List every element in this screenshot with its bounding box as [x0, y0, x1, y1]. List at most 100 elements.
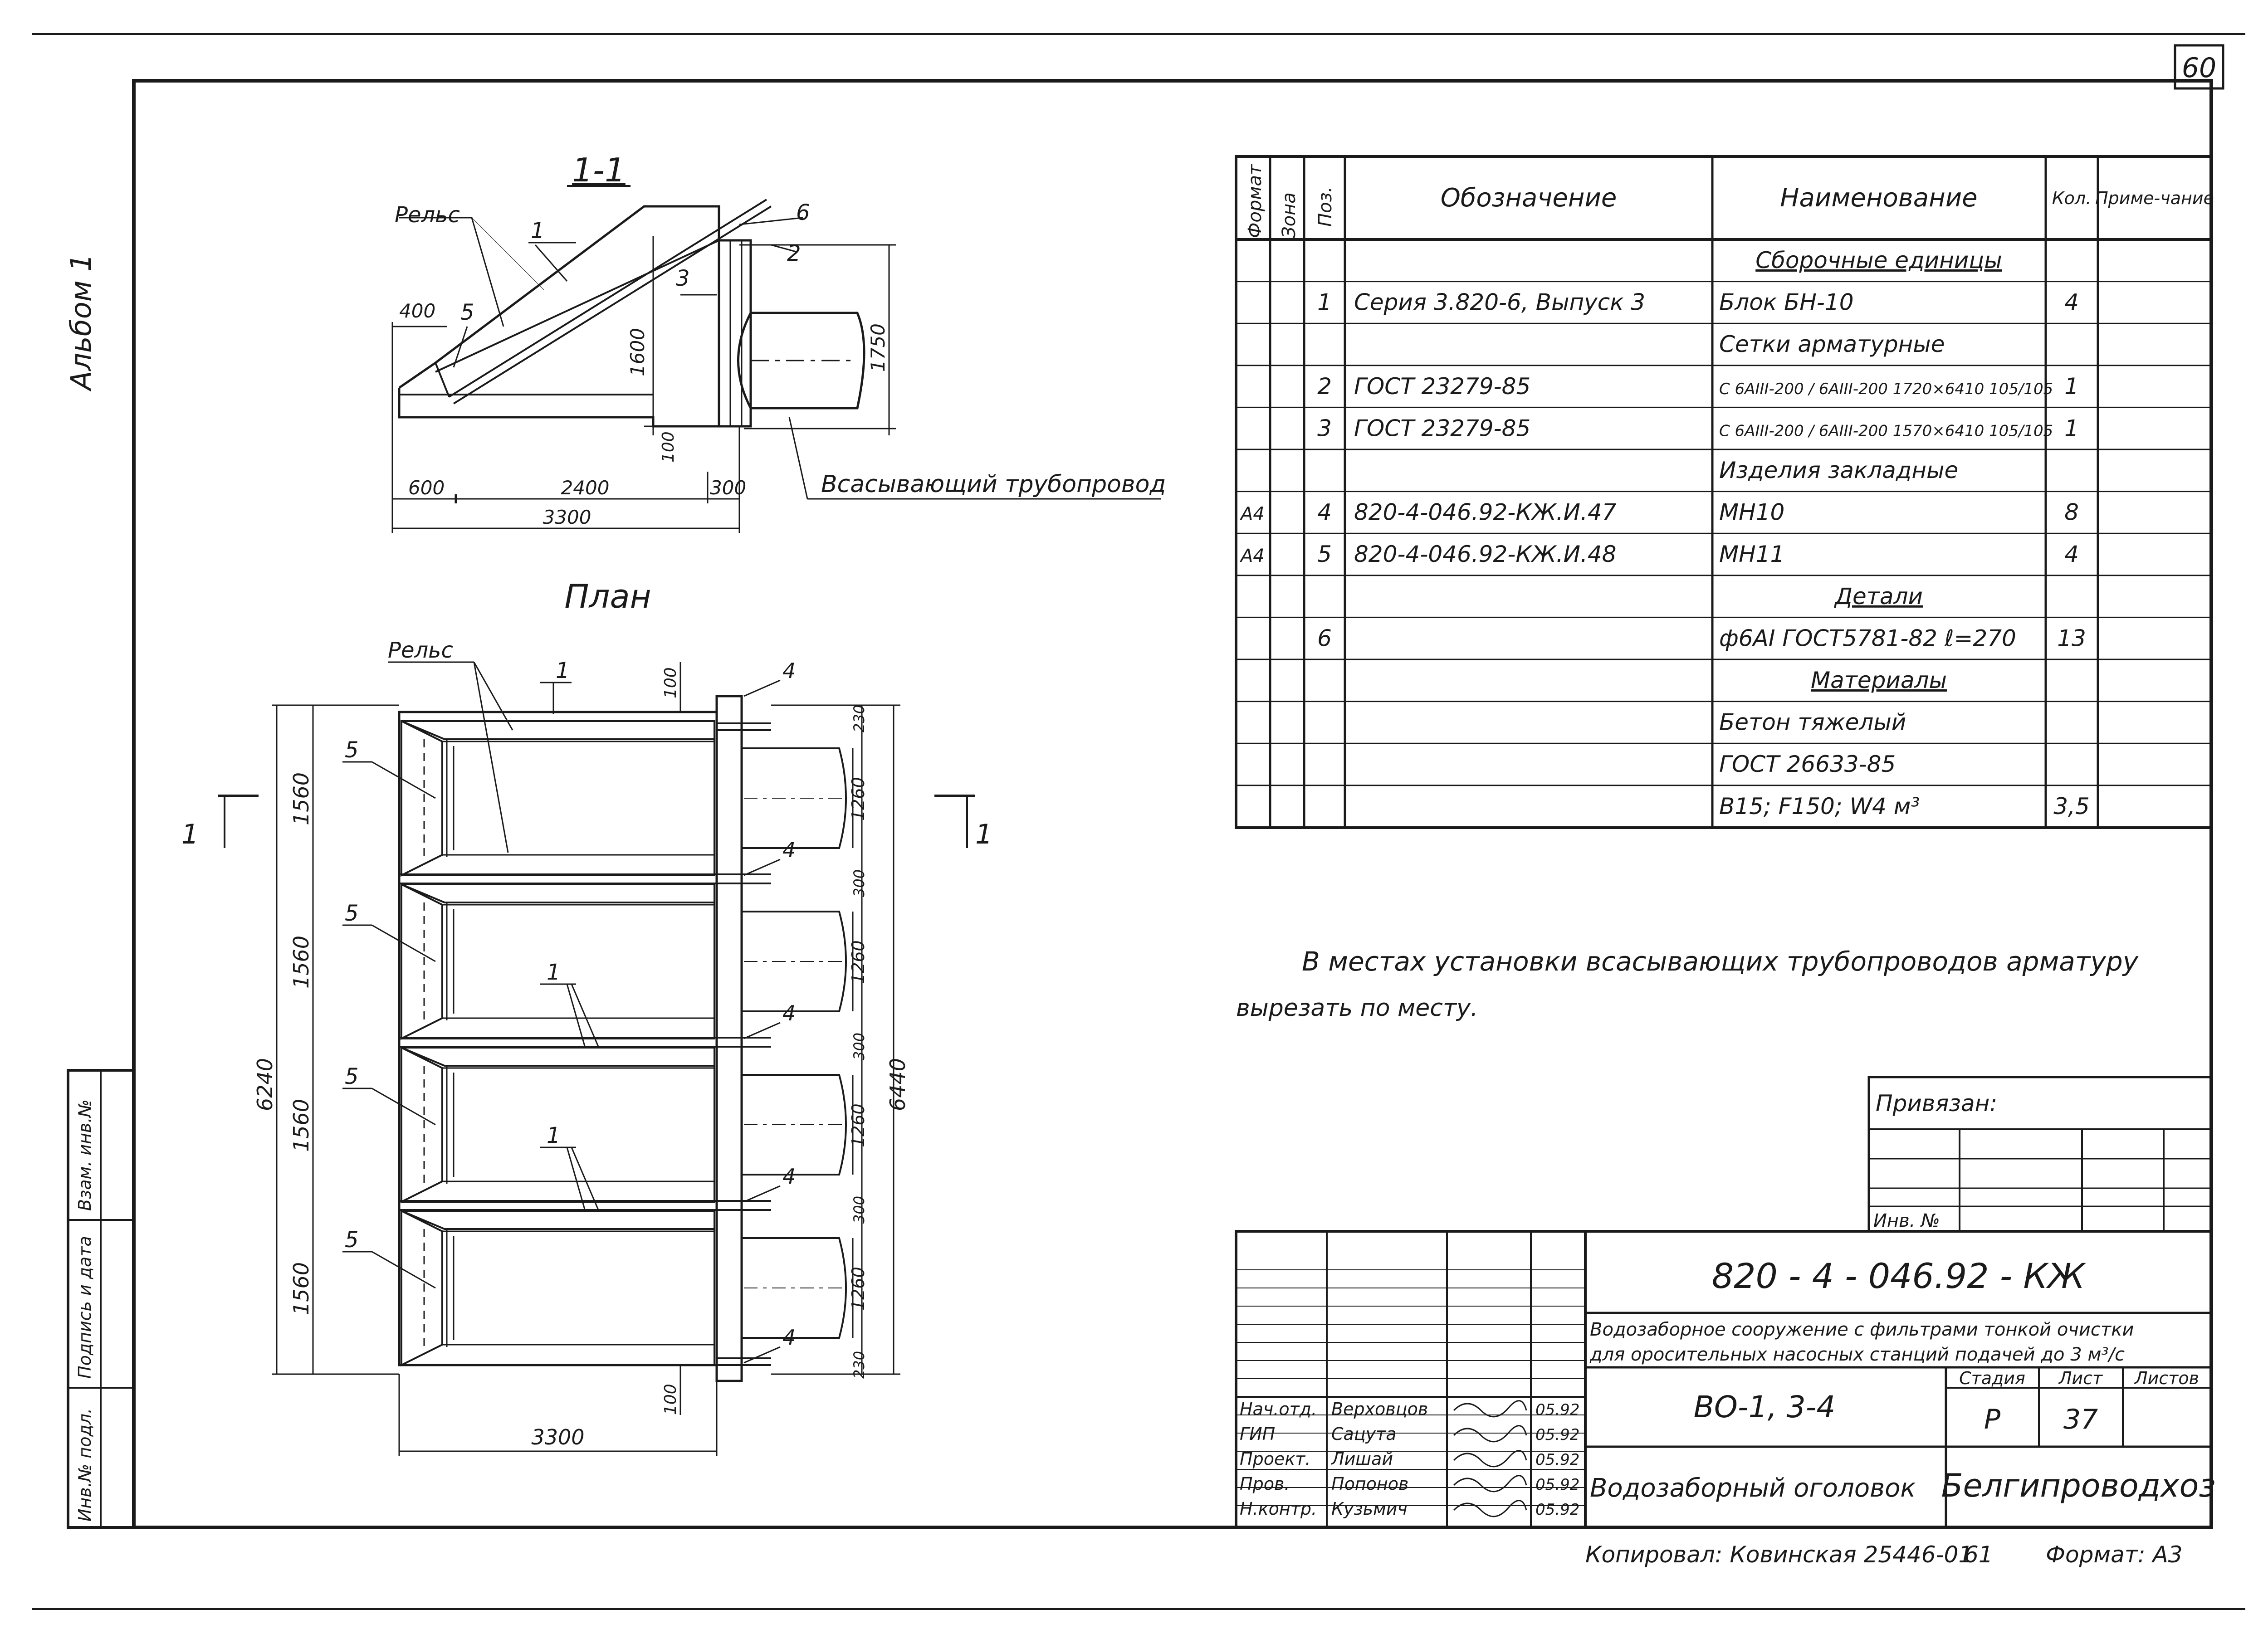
doc-description-2: для оросительных насосных станций подаче…	[1589, 1344, 2125, 1365]
gap-dim: 300	[850, 1196, 868, 1224]
signer-date: 05.92	[1535, 1476, 1579, 1494]
spec-cell-name: МН11	[1719, 541, 1784, 567]
th-designation: Обозначение	[1441, 183, 1617, 213]
spec-table: Формат Зона Поз. Обозначение Наименовани…	[1235, 155, 2214, 829]
spec-cell-designation: 820-4-046.92-КЖ.И.47	[1354, 499, 1617, 526]
dim-300: 300	[710, 477, 746, 499]
spec-cell-name: ГОСТ 26633-85	[1719, 751, 1896, 777]
section-mark-left: 1	[181, 819, 199, 850]
dim-400: 400	[399, 300, 435, 322]
sheet-label: Лист	[2058, 1368, 2103, 1388]
plan-pos-5: 5	[345, 1227, 359, 1253]
signer-role: Нач.отд.	[1240, 1399, 1317, 1419]
format-label: Формат: А3	[2046, 1541, 2183, 1568]
dim-bottom-3300: 3300	[531, 1425, 584, 1449]
spec-row: Материалы	[1811, 667, 1947, 693]
spec-cell-designation: ГОСТ 23279-85	[1354, 415, 1530, 441]
signer-role: Проект.	[1240, 1449, 1311, 1469]
doc-description-1: Водозаборное сооружение с фильтрами тонк…	[1590, 1319, 2134, 1340]
spec-cell-designation: 820-4-046.92-КЖ.И.48	[1354, 541, 1617, 567]
sheet-number: 37	[2063, 1404, 2098, 1435]
stage-value: Р	[1984, 1404, 2001, 1435]
plan-title: План	[564, 577, 651, 615]
left-stamp: Инв.№ подл. Подпись и дата Взам. инв.№	[67, 1069, 135, 1529]
dim-total-left: 6240	[253, 1058, 277, 1111]
doc-code: 820 - 4 - 046.92 - КЖ	[1712, 1256, 2087, 1296]
copied-by: Копировал: Ковинская 25446-01	[1585, 1541, 1973, 1568]
plan-bays: 1260156051260156051260156051260156054444…	[289, 658, 868, 1379]
signer-role: Пров.	[1240, 1474, 1290, 1494]
bay-pipe-dim: 1260	[848, 1103, 868, 1147]
th-qty: Кол.	[2052, 188, 2092, 208]
dim-1750: 1750	[867, 323, 889, 372]
dim-600: 600	[408, 477, 445, 499]
plan-pos-4: 4	[782, 1001, 796, 1025]
spec-row: Бетон тяжелый	[1719, 709, 1906, 736]
spec-cell-format: A4	[1239, 504, 1265, 525]
org-name: Белгипроводхоз	[1941, 1467, 2215, 1504]
bay-pipe-dim: 1260	[848, 1267, 868, 1311]
plan-pos-4: 4	[782, 1325, 796, 1350]
stamp-sign-label: Подпись и дата	[75, 1236, 95, 1379]
sheets-label: Листов	[2134, 1368, 2199, 1388]
spec-cell-name: B15; F150; W4 м³	[1719, 793, 1920, 819]
spec-cell-name: Изделия закладные	[1719, 457, 1958, 483]
album-label: Альбом 1	[64, 254, 98, 392]
spec-row: Детали	[1834, 583, 1923, 610]
dim-100-bottom: 100	[661, 1384, 680, 1415]
suction-pipe-label: Всасывающий трубопровод	[821, 471, 1166, 498]
stamp-replace-label: Взам. инв.№	[75, 1099, 95, 1211]
spec-row: Сборочные единицы	[1755, 247, 2002, 273]
stage-label: Стадия	[1959, 1368, 2025, 1388]
signer-name: Попонов	[1331, 1474, 1408, 1494]
spec-cell-name: Сборочные единицы	[1755, 247, 2002, 273]
rail-label-section: Рельс	[395, 202, 460, 228]
signer-role: Н.контр.	[1240, 1499, 1317, 1519]
spec-cell-name: МН10	[1719, 499, 1784, 526]
corner-number: 60	[2182, 52, 2216, 84]
corner-box	[2174, 44, 2224, 90]
spec-cell-name: Блок БН-10	[1719, 289, 1854, 316]
bound-block: Привязан: Инв. №	[1867, 1076, 2213, 1233]
spec-cell-designation: Серия 3.820-6, Выпуск 3	[1354, 289, 1645, 316]
plan-view: План Рельс 1 126015605126015605126015605…	[181, 577, 992, 1456]
spec-cell-name: Детали	[1834, 583, 1923, 610]
th-format: Формат	[1245, 164, 1266, 238]
dim-1600: 1600	[626, 328, 649, 376]
spec-cell-qty: 8	[2064, 499, 2079, 526]
plan-pos-5: 5	[345, 901, 359, 926]
spec-row: A4 4 820-4-046.92-КЖ.И.47 8 МН10	[1239, 499, 2079, 526]
drawing-code: ВО-1, 3-4	[1694, 1390, 1836, 1424]
th-zone: Зона	[1279, 192, 1300, 238]
th-pos: Поз.	[1315, 186, 1336, 227]
dim-3300: 3300	[543, 506, 591, 528]
spec-cell-qty: 13	[2057, 625, 2086, 651]
spec-cell-pos: 4	[1317, 499, 1332, 526]
signer-name: Верховцов	[1331, 1399, 1428, 1419]
spec-cell-qty: 1	[2064, 415, 2079, 441]
plan-pos-1: 1	[547, 960, 561, 985]
bound-label: Привязан:	[1876, 1090, 1997, 1117]
plan-pos-5: 5	[345, 1064, 359, 1089]
section-pos-1: 1	[531, 218, 545, 244]
spec-cell-qty: 4	[2064, 541, 2079, 567]
dim-total-right: 6440	[885, 1058, 910, 1111]
spec-cell-name: С 6AIII-200 / 6AIII-200 1570×6410 105/10…	[1719, 422, 2053, 440]
note-line-2: вырезать по месту.	[1236, 995, 1478, 1022]
page-number: 61	[1964, 1541, 1993, 1568]
spec-cell-qty: 4	[2064, 289, 2079, 316]
spec-cell-format: A4	[1239, 546, 1265, 566]
signer-name: Сацута	[1331, 1424, 1397, 1444]
gap-rebar	[399, 873, 771, 1211]
dim-100-top: 100	[661, 667, 680, 698]
bay-left-dim: 1560	[289, 772, 313, 825]
